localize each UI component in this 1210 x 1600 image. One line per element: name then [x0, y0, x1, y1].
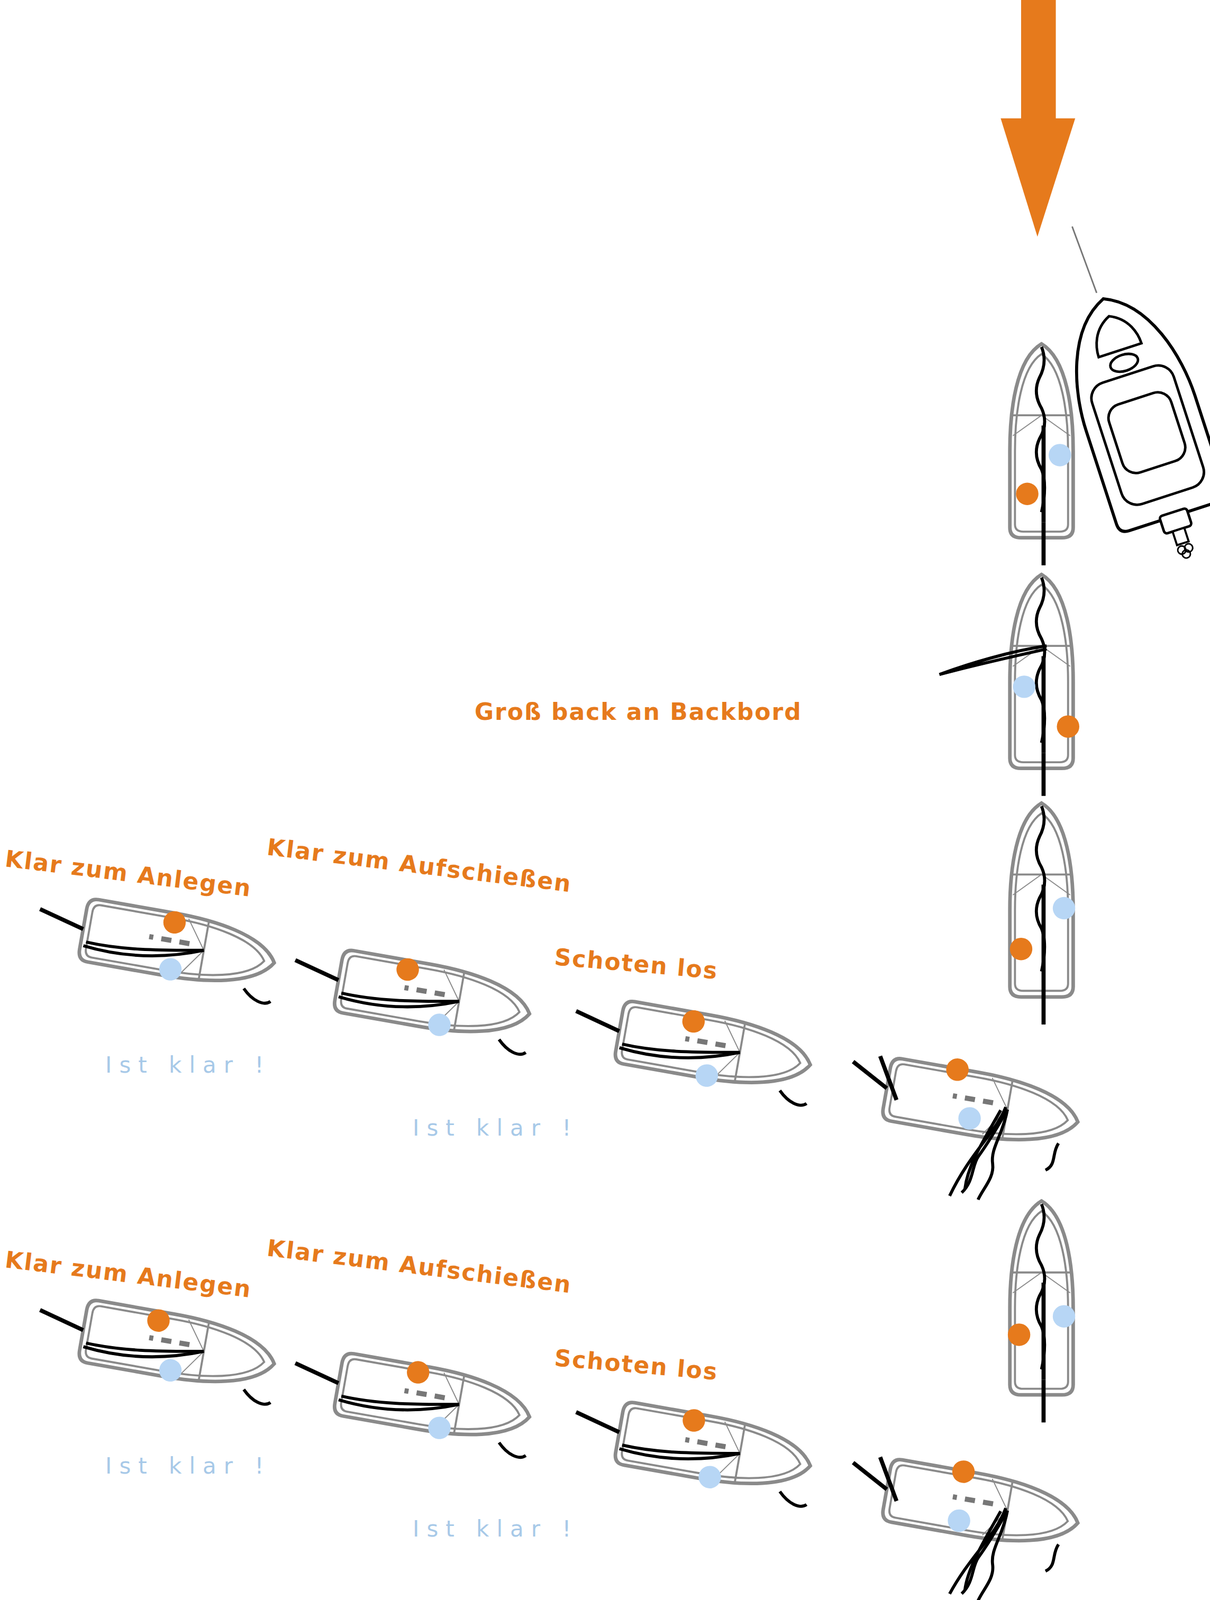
- command-label: Klar zum Aufschießen: [265, 833, 574, 898]
- reply-label: Ist klar !: [412, 1115, 579, 1142]
- command-label: Schoten los: [553, 1344, 720, 1386]
- command-label: Klar zum Aufschießen: [265, 1234, 574, 1299]
- reply-label: Ist klar !: [105, 1052, 271, 1079]
- command-label: Klar zum Anlegen: [3, 844, 254, 903]
- wind-arrowhead: [1000, 118, 1076, 238]
- reply-label: Ist klar !: [412, 1516, 579, 1543]
- wind-arrow: [1021, 0, 1057, 121]
- command-label: Groß back an Backbord: [474, 698, 803, 726]
- command-label: Klar zum Anlegen: [3, 1245, 254, 1304]
- reply-label: Ist klar !: [105, 1453, 271, 1480]
- command-label: Schoten los: [553, 943, 720, 985]
